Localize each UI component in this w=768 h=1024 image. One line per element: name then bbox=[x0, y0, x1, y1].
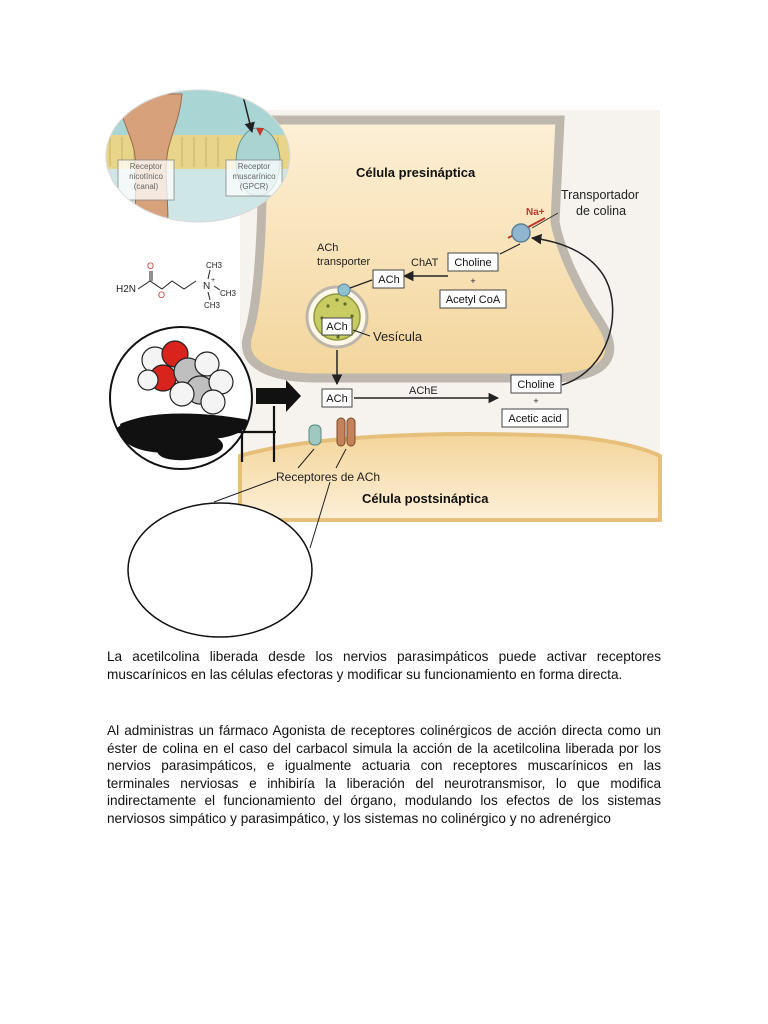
vesicle bbox=[305, 285, 369, 349]
synapse-diagram: Célula presináptica Célula postsináptica… bbox=[105, 89, 662, 638]
vesicle-label: Vesícula bbox=[373, 329, 423, 344]
empty-callout-ellipse bbox=[127, 502, 313, 638]
svg-text:ACh: ACh bbox=[326, 321, 347, 333]
formula-ch3-right: CH3 bbox=[220, 289, 237, 298]
plus-bottom: + bbox=[533, 396, 538, 406]
receptor-inset: Receptor nicotínico (canal) Receptor mus… bbox=[105, 89, 291, 223]
box-acetyl-coa: Acetyl CoA bbox=[439, 289, 507, 309]
formula-o-top: O bbox=[147, 261, 154, 271]
formula-o-mid: O bbox=[158, 290, 165, 300]
postsynaptic-cell bbox=[238, 432, 662, 522]
choline-transporter-label-1: Transportador bbox=[561, 188, 639, 202]
svg-text:Acetic acid: Acetic acid bbox=[508, 413, 561, 425]
molecule-circle bbox=[109, 326, 253, 470]
postsynaptic-title: Célula postsináptica bbox=[362, 491, 489, 506]
box-choline-bottom: Choline bbox=[510, 374, 562, 394]
formula-n: N bbox=[203, 281, 210, 292]
formula-plus: + bbox=[211, 277, 215, 284]
ach-transporter-label-1: ACh bbox=[317, 242, 338, 254]
presynaptic-cell bbox=[242, 115, 615, 383]
inset-muscarinic-1: Receptor bbox=[238, 162, 271, 171]
receptors-pointer-1 bbox=[297, 448, 315, 469]
paragraph-2: Al administras un fármaco Agonista de re… bbox=[107, 723, 661, 826]
transporter-to-choline-line bbox=[499, 243, 521, 255]
receptors-pointer-2 bbox=[335, 448, 347, 469]
bracket-lines bbox=[222, 406, 276, 462]
na-label: Na+ bbox=[526, 207, 545, 218]
ach-transporter-icon bbox=[337, 283, 351, 297]
receptors-label: Receptores de ACh bbox=[276, 470, 380, 484]
ach-to-vesicle-line bbox=[349, 279, 373, 289]
inset-muscarinic-3: (GPCR) bbox=[240, 182, 269, 191]
presynaptic-title: Célula presináptica bbox=[356, 165, 476, 180]
box-ach-vesicle: ACh bbox=[321, 317, 353, 336]
formula-h2n: H2N bbox=[116, 284, 136, 295]
callout-line-right bbox=[309, 481, 331, 549]
redaction-scribble bbox=[120, 414, 247, 458]
svg-text:ACh: ACh bbox=[326, 393, 347, 405]
svg-text:ACh: ACh bbox=[378, 274, 399, 286]
nicotinic-receptor-small bbox=[336, 417, 356, 447]
inset-nicotinic-3: (canal) bbox=[134, 182, 159, 191]
chat-label: ChAT bbox=[411, 257, 439, 269]
ach-transporter-label-2: transporter bbox=[317, 256, 371, 268]
inset-nicotinic-2: nicotínico bbox=[129, 172, 163, 181]
choline-recycle-arrow bbox=[530, 233, 614, 386]
box-ach-top: ACh bbox=[372, 269, 405, 289]
inset-muscarinic-2: muscarínico bbox=[232, 172, 276, 181]
ache-label: AChE bbox=[409, 385, 438, 397]
vesicle-pointer bbox=[352, 329, 371, 337]
formula-ch3-bottom: CH3 bbox=[204, 301, 221, 310]
inset-nicotinic-1: Receptor bbox=[130, 162, 163, 171]
box-acetic-acid: Acetic acid bbox=[501, 408, 569, 428]
transporter-pointer bbox=[531, 212, 559, 229]
box-choline-top: Choline bbox=[447, 252, 499, 272]
muscarinic-receptor-small bbox=[308, 424, 322, 446]
svg-text:Choline: Choline bbox=[454, 257, 491, 269]
pointer-arrow bbox=[256, 380, 301, 412]
choline-transporter-icon bbox=[511, 223, 531, 243]
svg-text:Choline: Choline bbox=[517, 379, 554, 391]
formula-ch3-top: CH3 bbox=[206, 261, 223, 270]
carbachol-formula: H2N O O N + CH3 CH3 CH3 bbox=[116, 261, 237, 310]
paragraph-1: La acetilcolina liberada desde los nervi… bbox=[107, 649, 661, 682]
choline-transporter-label-2: de colina bbox=[576, 204, 626, 218]
callout-line-left bbox=[213, 478, 277, 503]
plus-top: + bbox=[470, 276, 475, 286]
svg-text:Acetyl CoA: Acetyl CoA bbox=[446, 294, 501, 306]
box-ach-cleft: ACh bbox=[321, 388, 353, 408]
